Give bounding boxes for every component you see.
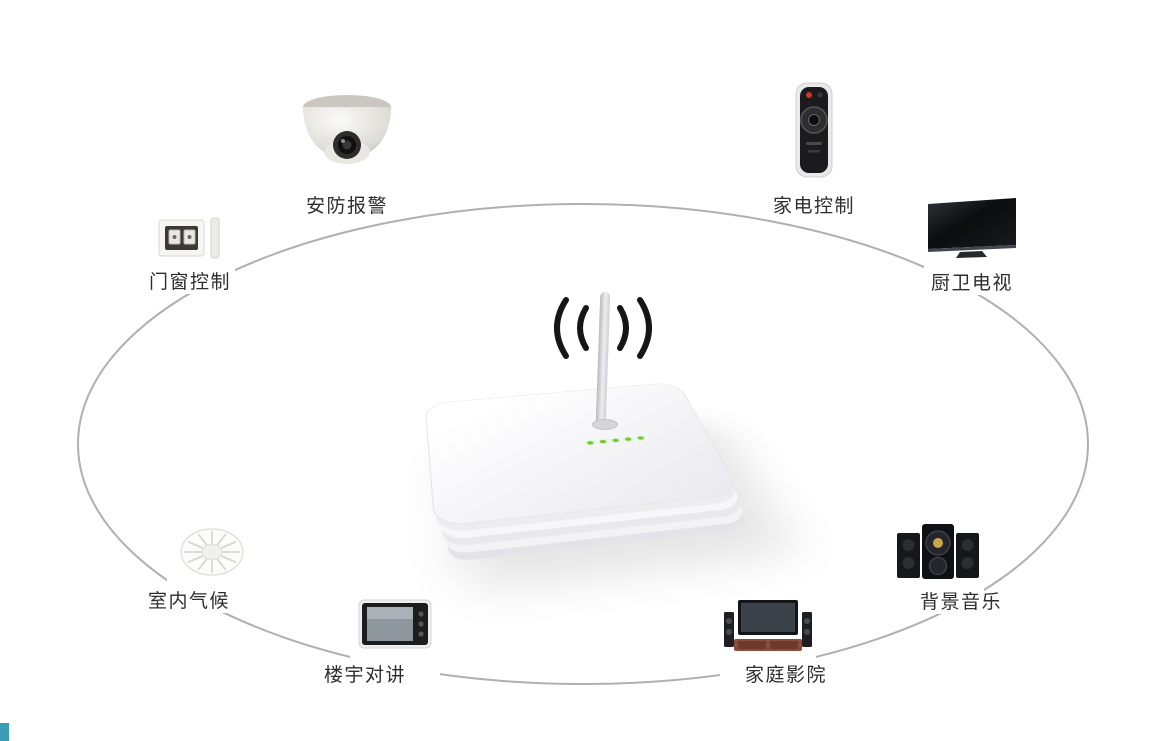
- hub-led-indicators: [586, 436, 645, 445]
- corner-artifact: [0, 723, 9, 741]
- flat-tv-icon: [928, 198, 1016, 258]
- node-label-door-window-control: 门窗控制: [145, 272, 236, 294]
- node-label-security-alarm: 安防报警: [301, 196, 392, 218]
- node-door-window-control: 门窗控制: [145, 216, 236, 294]
- node-label-appliance-control: 家电控制: [769, 196, 860, 218]
- node-indoor-climate: 室内气候: [144, 525, 258, 613]
- node-label-indoor-climate: 室内气候: [144, 591, 235, 613]
- wall-switch-icon: [158, 217, 220, 259]
- dome-camera-icon: [303, 95, 391, 164]
- node-building-intercom: 楼宇对讲: [320, 599, 441, 687]
- node-label-kitchen-bath-tv: 厨卫电视: [926, 273, 1017, 295]
- node-home-theater: 家庭影院: [720, 598, 831, 687]
- node-label-home-theater: 家庭影院: [740, 665, 831, 687]
- node-label-building-intercom: 楼宇对讲: [320, 665, 411, 687]
- speaker-set-icon: [897, 524, 979, 579]
- remote-control-icon: [795, 82, 833, 178]
- led-dot: [599, 439, 607, 444]
- intercom-screen-icon: [358, 599, 432, 649]
- node-security-alarm: 安防报警: [297, 94, 397, 218]
- ceiling-sensor-icon: [180, 528, 244, 576]
- node-background-music: 背景音乐: [892, 521, 1006, 614]
- smart-home-hub: [400, 275, 780, 575]
- home-theater-icon: [724, 600, 812, 651]
- led-dot: [624, 437, 632, 442]
- led-dot: [586, 441, 594, 445]
- node-appliance-control: 家电控制: [769, 82, 860, 218]
- node-kitchen-bath-tv: 厨卫电视: [924, 197, 1020, 295]
- led-dot: [637, 436, 645, 440]
- node-label-background-music: 背景音乐: [915, 592, 1006, 614]
- led-dot: [611, 438, 620, 443]
- antenna-base: [592, 419, 618, 430]
- wifi-signal-icon: [554, 297, 652, 359]
